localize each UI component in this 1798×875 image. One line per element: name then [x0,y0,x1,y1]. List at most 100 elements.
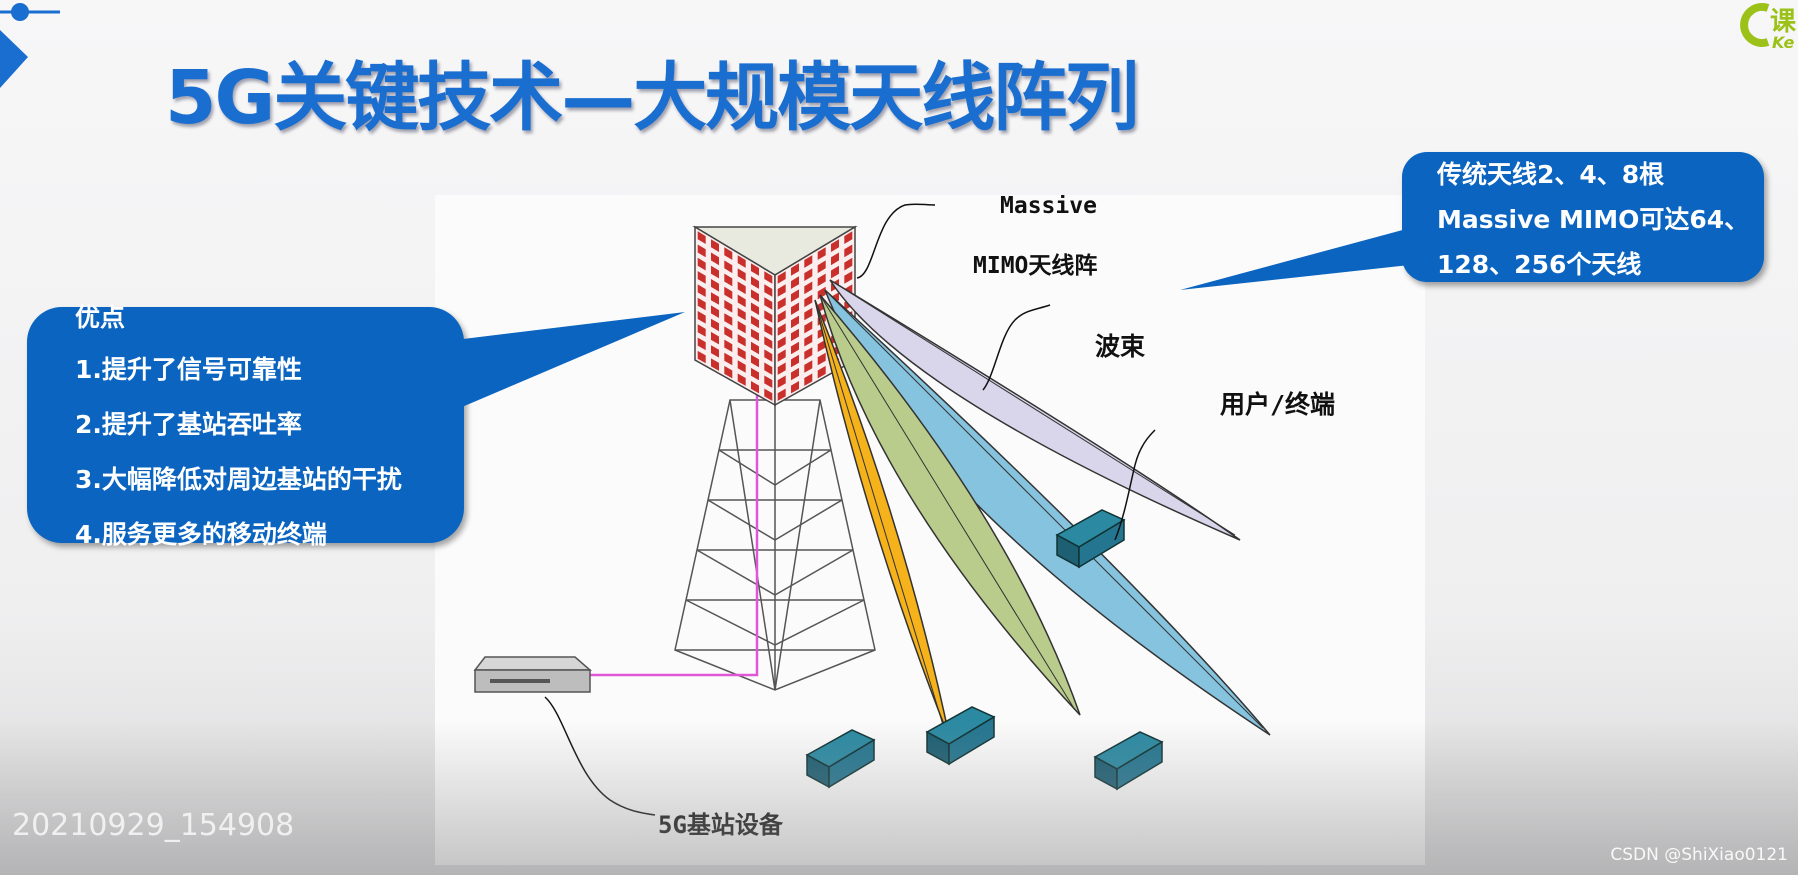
antenna-element [697,350,706,364]
video-timestamp: 20210929_154908 [12,808,295,843]
antenna-element [724,247,733,260]
antenna-element [817,339,826,352]
antenna-element [791,328,799,342]
antenna-element [711,305,719,318]
antenna-element [751,328,759,342]
leader-beam [982,304,1051,391]
page-title: 5G关键技术—大规模天线阵列 [165,55,1139,141]
antenna-element [751,381,759,394]
antenna-element [724,260,733,274]
beam-2-axis [819,294,1076,711]
antenna-element [844,271,853,284]
advantage-item-1: 1.提升了信号可靠性 [75,355,302,384]
antenna-count-line-1: 传统天线2、4、8根 [1437,160,1665,189]
antenna-element [737,307,746,321]
antenna-element [791,263,799,276]
antenna-element [697,284,706,297]
antenna-element [844,257,853,271]
antenna-element [711,358,719,371]
antenna-element [777,349,786,362]
antenna-element [737,360,746,373]
beam-1-axis [814,299,947,736]
antenna-count-line-2: Massive MIMO可达64、 [1437,205,1750,234]
antenna-element [724,286,733,300]
antenna-element [697,257,706,271]
advantage-item-4: 4.服务更多的移动终端 [75,520,327,549]
csdn-watermark: CSDN @ShiXiao0121 [1610,845,1788,865]
antenna-element [711,331,719,345]
antenna-element [791,289,799,302]
antenna-element [764,310,773,323]
antenna-element [711,318,719,332]
antenna-element [831,265,839,279]
fiber-cable [590,345,759,677]
antenna-element [764,297,773,310]
antenna-element [764,336,773,349]
antenna-element [737,268,746,281]
antenna-element [831,239,839,252]
label-beam: 波束 [1095,332,1146,361]
figure-background [435,195,1425,865]
antenna-element [817,260,826,274]
antenna-element [764,388,773,401]
antenna-element [777,362,786,375]
callout-heading: 优点 [75,303,126,332]
antenna-element [764,349,773,362]
antenna-element [844,231,853,244]
antenna-element [791,315,799,329]
antenna-element [751,276,759,289]
right-callout-text: 传统天线2、4、8根 Massive MIMO可达64、 128、256个天线 [1437,155,1749,290]
antenna-element [817,273,826,287]
base-station-device [473,656,593,693]
beam-3-axis [824,289,1264,729]
antenna-element [751,263,759,276]
antenna-element [764,323,773,336]
antenna-element [751,341,759,355]
antenna-element [697,297,706,311]
antenna-element [764,362,773,375]
antenna-element [804,373,813,386]
antenna-element [751,315,759,329]
antenna-element [751,289,759,302]
antenna-element [751,354,759,368]
antenna-element [791,381,799,394]
antenna-element [724,339,733,352]
corner-decoration [0,3,60,88]
antenna-element [764,271,773,284]
antenna-element [697,271,706,284]
beam-4-axis [829,279,1236,536]
antenna-element [791,367,799,381]
label-user-terminal: 用户/终端 [1220,390,1335,419]
beams [814,279,1271,741]
antenna-element [817,352,826,366]
antenna-element [777,284,786,297]
antenna-element [697,244,706,258]
logo: 课 Ke [1718,0,1798,64]
antenna-element [777,388,786,401]
massive-mimo-figure: Massive MIMO天线阵 波束 用户/终端 5G基站设备 [435,195,1425,865]
antenna-count-line-3: 128、256个天线 [1437,250,1642,279]
decor-dot [11,3,29,21]
antenna-element [804,334,813,347]
antenna-element [724,365,733,379]
antenna-element [777,271,786,284]
antenna-element [737,347,746,360]
antenna-element [737,334,746,347]
antenna-element [737,281,746,295]
antenna-element [737,373,746,386]
antenna-element [711,345,719,358]
label-mimo-array: MIMO天线阵 [973,252,1097,279]
label-massive: Massive [1000,195,1097,219]
antenna-element [711,239,719,252]
antenna-element [817,365,826,379]
logo-text-2: Ke [1772,33,1795,52]
antenna-element [804,307,813,321]
antenna-element [777,375,786,388]
leader-user [1114,429,1156,541]
antenna-element [724,273,733,287]
antenna-element [697,337,706,351]
antenna-element [804,255,813,268]
logo-text-1: 课 [1770,7,1797,37]
decor-arrow [0,30,28,88]
antenna-element [777,323,786,336]
